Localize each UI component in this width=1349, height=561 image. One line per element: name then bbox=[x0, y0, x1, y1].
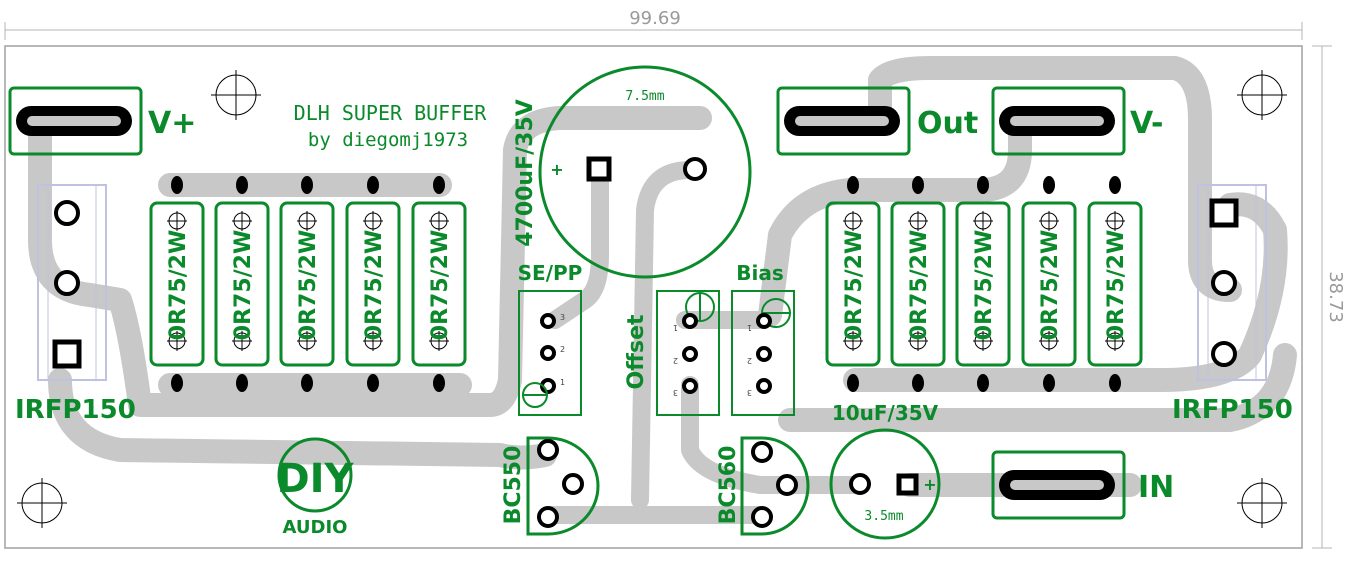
logo-audio-text: AUDIO bbox=[283, 517, 348, 538]
connector-vminus-label: V- bbox=[1130, 106, 1164, 141]
trimmer-offset: Offset 1 2 3 bbox=[624, 290, 720, 416]
resistor-r7: 0R75/2W bbox=[890, 176, 946, 392]
resistor-r10: 0R75/2W bbox=[1087, 176, 1143, 392]
resistor-r3-label: 0R75/2W bbox=[296, 230, 321, 340]
resistor-r8: 0R75/2W bbox=[955, 176, 1011, 392]
transistor-bc550-label: BC550 bbox=[501, 446, 526, 525]
capacitor-4700uf: 7.5mm 4700uF/35V + bbox=[513, 65, 752, 279]
jumper-pin-1: 1 bbox=[560, 378, 565, 387]
resistor-r4-label: 0R75/2W bbox=[362, 230, 387, 340]
resistor-r4: 0R75/2W bbox=[345, 176, 401, 392]
resistor-r5-label: 0R75/2W bbox=[428, 230, 453, 340]
mounting-hole-bottom-right bbox=[1237, 478, 1287, 528]
capacitor-10uf-label: 10uF/35V bbox=[832, 401, 939, 425]
jumper-pin-2: 2 bbox=[560, 345, 565, 354]
mosfet-right: IRFP150 bbox=[1172, 184, 1293, 425]
offset-pin-2: 2 bbox=[673, 356, 678, 365]
logo-diy-text: DIY bbox=[276, 456, 354, 502]
mounting-hole-top-left bbox=[211, 70, 261, 120]
trimmer-bias-label: Bias bbox=[736, 261, 784, 285]
resistor-bank-left: 0R75/2W 0R75/2W 0R75/2W 0R75/2W bbox=[149, 176, 467, 392]
connector-out: Out bbox=[776, 86, 978, 156]
offset-pin-3: 3 bbox=[673, 388, 678, 397]
resistor-r8-label: 0R75/2W bbox=[972, 230, 997, 340]
resistor-r2: 0R75/2W bbox=[214, 176, 270, 392]
plus-icon: + bbox=[550, 160, 563, 179]
copper-traces bbox=[28, 56, 1297, 524]
board-author: by diegomj1973 bbox=[308, 129, 468, 151]
mosfet-left: IRFP150 bbox=[15, 184, 136, 425]
transistor-bc560: BC560 bbox=[716, 436, 810, 536]
connector-in: IN bbox=[991, 450, 1174, 520]
trimmer-offset-label: Offset bbox=[624, 314, 649, 390]
bias-pin-2: 2 bbox=[747, 356, 752, 365]
capacitor-10uf: 10uF/35V + 3.5mm bbox=[829, 401, 941, 540]
dimension-width: 99.69 bbox=[4, 8, 1303, 40]
mounting-hole-top-right bbox=[1237, 70, 1287, 120]
resistor-r9-label: 0R75/2W bbox=[1038, 230, 1063, 340]
board-title: DLH SUPER BUFFER bbox=[294, 101, 488, 125]
resistor-r9: 0R75/2W bbox=[1021, 176, 1077, 392]
capacitor-4700uf-pitch: 7.5mm bbox=[625, 89, 664, 104]
trimmer-bias: Bias 1 2 3 bbox=[731, 261, 795, 416]
resistor-r3: 0R75/2W bbox=[279, 176, 335, 392]
mosfet-right-label: IRFP150 bbox=[1172, 395, 1293, 425]
connector-in-label: IN bbox=[1138, 470, 1174, 505]
diy-audio-logo: DIY AUDIO bbox=[276, 437, 355, 538]
transistor-bc560-label: BC560 bbox=[716, 446, 741, 525]
capacitor-4700uf-label: 4700uF/35V bbox=[513, 99, 538, 247]
connector-vplus-label: V+ bbox=[148, 106, 196, 141]
resistor-r1-label: 0R75/2W bbox=[166, 230, 191, 340]
height-dimension-label: 38.73 bbox=[1325, 271, 1346, 323]
mounting-hole-bottom-left bbox=[17, 478, 67, 528]
width-dimension-label: 99.69 bbox=[629, 8, 681, 29]
connector-vminus: V- bbox=[991, 86, 1164, 156]
bias-pin-3: 3 bbox=[747, 388, 752, 397]
plus-icon: + bbox=[923, 475, 936, 494]
transistor-bc550: BC550 bbox=[501, 436, 600, 536]
resistor-r5: 0R75/2W bbox=[411, 176, 467, 392]
dimension-height: 38.73 bbox=[1312, 45, 1346, 549]
connector-out-label: Out bbox=[917, 106, 978, 141]
jumper-sepp: SE/PP 3 2 1 bbox=[518, 261, 583, 416]
resistor-r10-label: 0R75/2W bbox=[1104, 230, 1129, 340]
mosfet-left-label: IRFP150 bbox=[15, 395, 136, 425]
capacitor-10uf-pitch: 3.5mm bbox=[864, 509, 903, 524]
resistor-r1: 0R75/2W bbox=[149, 176, 205, 392]
resistor-r7-label: 0R75/2W bbox=[907, 230, 932, 340]
connector-vplus: V+ bbox=[8, 86, 196, 156]
resistor-r6: 0R75/2W bbox=[825, 176, 881, 392]
resistor-r6-label: 0R75/2W bbox=[842, 230, 867, 340]
jumper-sepp-label: SE/PP bbox=[518, 261, 583, 285]
bias-pin-1: 1 bbox=[747, 323, 752, 332]
offset-pin-1: 1 bbox=[673, 323, 678, 332]
resistor-r2-label: 0R75/2W bbox=[231, 230, 256, 340]
resistor-bank-right: 0R75/2W 0R75/2W 0R75/2W 0R75/2W bbox=[825, 176, 1143, 392]
jumper-pin-3: 3 bbox=[560, 313, 565, 322]
